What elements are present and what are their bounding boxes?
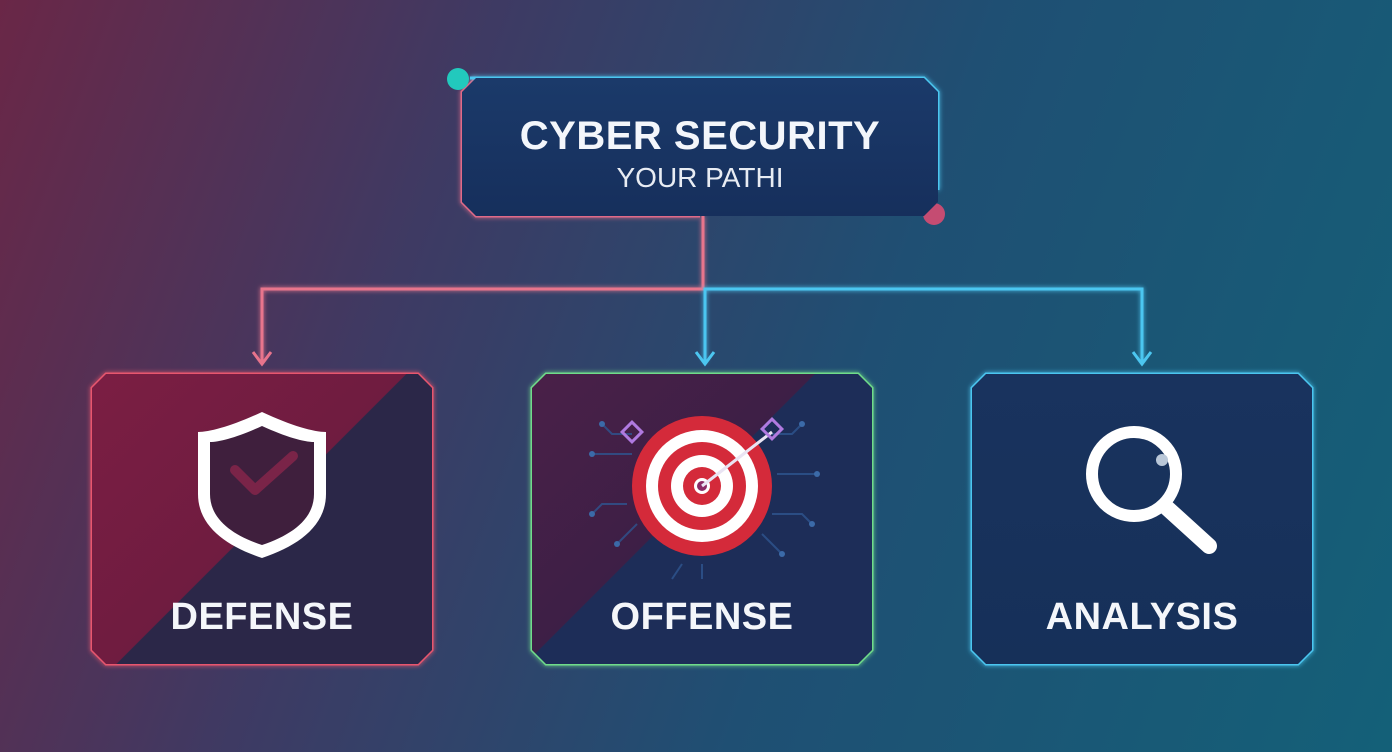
arrow-to-analysis [1131, 351, 1153, 367]
magnifier-icon [1086, 426, 1217, 554]
arrow-to-defense [251, 351, 273, 367]
connector-to-offense [703, 287, 1144, 362]
analysis-card: ANALYSIS [972, 374, 1312, 664]
shield-check-icon [198, 412, 326, 558]
connector-to-defense [260, 216, 705, 362]
teal-node-dot [447, 68, 469, 90]
title-box: CYBER SECURITY YOUR PATHI [462, 78, 938, 216]
defense-card: DEFENSE [92, 374, 432, 664]
offense-card: OFFENSE [532, 374, 872, 664]
title-main: CYBER SECURITY [519, 114, 881, 158]
title-subtitle: YOUR PATHI [616, 162, 784, 193]
arrow-to-offense [694, 351, 716, 367]
offense-label: OFFENSE [610, 596, 794, 638]
analysis-label: ANALYSIS [1045, 596, 1239, 638]
target-icon [589, 416, 820, 580]
defense-label: DEFENSE [170, 596, 354, 638]
